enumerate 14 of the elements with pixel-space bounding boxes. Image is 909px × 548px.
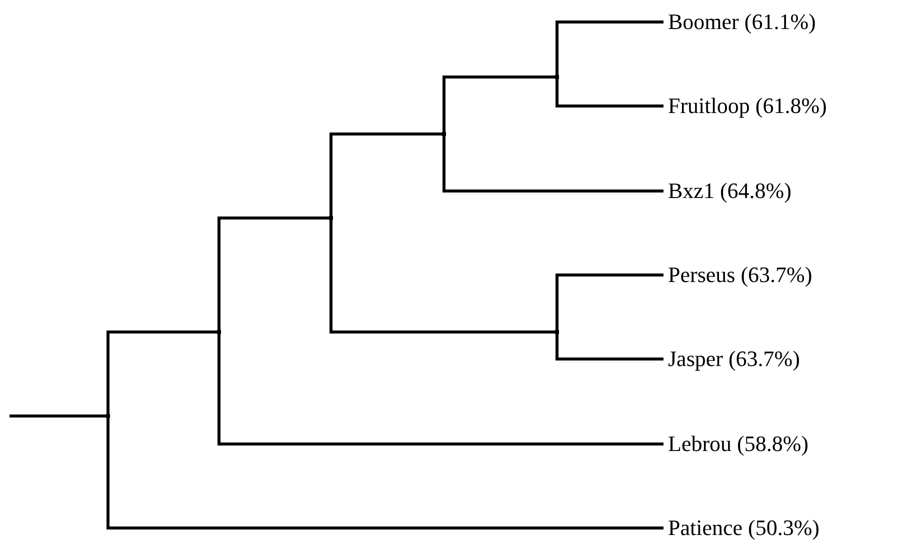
branch-point <box>555 330 559 334</box>
branch-point <box>442 132 446 136</box>
taxon-label: Perseus (63.7%) <box>668 262 812 287</box>
branch-point <box>329 216 333 220</box>
taxon-label: Boomer (61.1%) <box>668 9 816 34</box>
tree-branch <box>10 414 108 418</box>
branch-point <box>217 330 221 334</box>
taxon-label: Bxz1 (64.8%) <box>668 178 792 203</box>
taxon-label: Fruitloop (61.8%) <box>668 93 827 118</box>
taxon-label: Patience (50.3%) <box>668 515 820 540</box>
branch-point <box>106 414 110 418</box>
taxon-label: Jasper (63.7%) <box>668 346 800 371</box>
taxon-label: Lebrou (58.8%) <box>668 431 809 456</box>
branch-point <box>555 75 559 79</box>
